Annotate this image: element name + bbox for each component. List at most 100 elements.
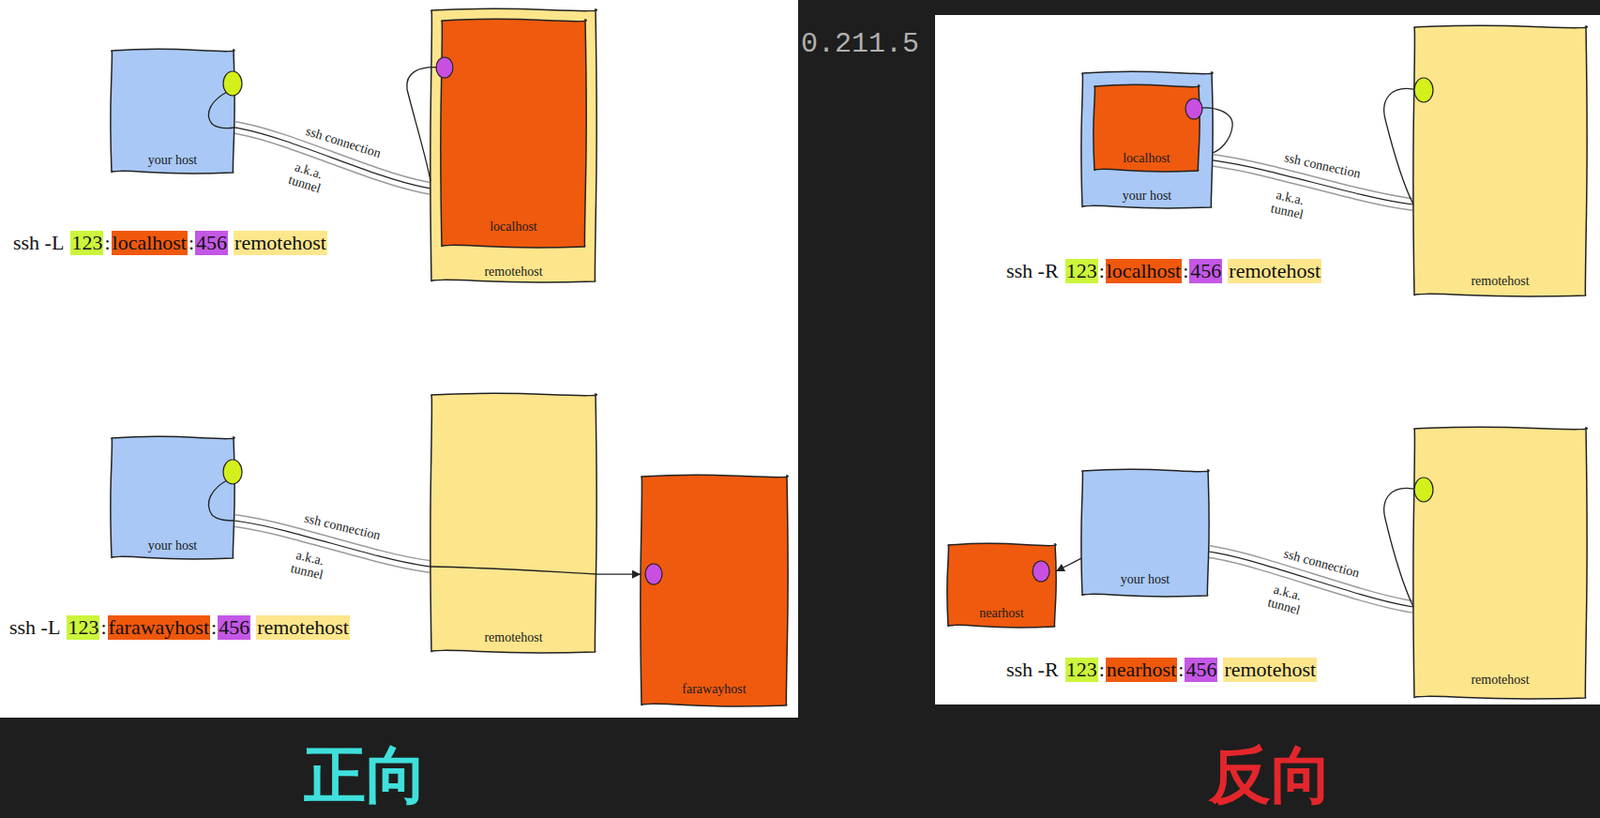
host-shape [110, 436, 235, 559]
tunnel-note: a.k.a. tunnel [1269, 186, 1309, 222]
host-box: remotehost [430, 392, 597, 653]
host-name: localhost [489, 219, 538, 235]
left-panel [0, 0, 799, 718]
host-box: nearhost [947, 543, 1057, 628]
host-shape [430, 392, 597, 653]
host-name: localhost [1122, 150, 1171, 167]
host-name: remotehost [483, 630, 543, 646]
tunnel-note: a.k.a. tunnel [1267, 581, 1307, 618]
caption-text: 反向 [1208, 741, 1333, 811]
command-part: nearhost [1105, 657, 1178, 682]
command-part: 456 [195, 230, 228, 256]
command-line: ssh -L123:farawayhost:456remotehost [8, 615, 350, 640]
host-name: remotehost [483, 264, 543, 280]
command-part: : [1181, 258, 1190, 284]
command-line: ssh -R123:nearhost:456remotehost [1005, 657, 1317, 682]
host-outline [1413, 426, 1587, 699]
command-part: remotehost [1222, 657, 1317, 682]
command-part: : [1098, 258, 1106, 284]
command-part: ssh -L [12, 230, 65, 256]
local-port [223, 71, 242, 96]
port-wire [407, 67, 441, 182]
host-outline [640, 474, 788, 707]
host-shape [430, 8, 597, 283]
host-shape [1413, 25, 1588, 297]
host-shape [1081, 71, 1213, 209]
caption-text: 正向 [303, 741, 428, 811]
command-part: 456 [217, 615, 251, 640]
command-part: : [99, 615, 107, 640]
tunnel-label: ssh connection [302, 511, 382, 544]
command-part: : [103, 230, 111, 256]
target-port [436, 57, 453, 78]
host-box: remotehost localhost [430, 8, 597, 283]
local-port [1414, 477, 1434, 502]
host-outline [430, 392, 597, 653]
command-part: 123 [1065, 258, 1099, 284]
target-port [1032, 560, 1050, 582]
host-name: farawayhost [681, 681, 746, 697]
command-part: ssh -R [1005, 657, 1060, 682]
command-part: 456 [1184, 657, 1218, 682]
port-wire [1384, 88, 1419, 205]
command-line: ssh -R123:localhost:456remotehost [1005, 258, 1322, 284]
command-part: remotehost [1227, 258, 1322, 284]
host-name: remotehost [1470, 273, 1529, 289]
forward-link [1056, 558, 1082, 572]
command-part: : [210, 615, 218, 640]
terminal-text: 0.211.5 [800, 28, 920, 61]
command-part: localhost [111, 230, 188, 256]
right-panel [935, 15, 1600, 705]
command-part: : [1177, 657, 1185, 682]
tunnel-label: ssh connection [303, 123, 383, 162]
command-part: remotehost [256, 615, 350, 640]
host-shape [1093, 84, 1200, 172]
command-part: 123 [66, 615, 100, 640]
host-box: farawayhost [640, 474, 788, 707]
tunnel-label: ssh connection [1282, 545, 1361, 581]
host-name: nearhost [979, 605, 1024, 621]
local-port [1414, 77, 1434, 103]
host-shape [110, 48, 235, 174]
host-box: localhost [1093, 84, 1200, 172]
command-part: 123 [1065, 657, 1099, 682]
host-box: your host [110, 48, 235, 174]
host-shape [1081, 468, 1209, 597]
host-box: localhost [440, 18, 587, 248]
host-shape [440, 18, 587, 248]
link-line [596, 573, 641, 574]
command-part: : [1098, 657, 1106, 682]
target-port [645, 563, 663, 585]
command-part: remotehost [233, 230, 328, 256]
command-part: 456 [1189, 258, 1223, 284]
forward-link [596, 573, 641, 575]
host-name: your host [1122, 188, 1173, 204]
host-outline [440, 18, 587, 248]
host-box: your host [110, 436, 235, 559]
host-name: your host [148, 152, 198, 168]
command-line: ssh -L123:localhost:456remotehost [12, 230, 328, 256]
host-name: your host [1120, 572, 1171, 588]
host-box: your host [1081, 468, 1209, 597]
host-shape [640, 474, 788, 707]
port-wire [208, 478, 235, 521]
host-name: your host [148, 538, 198, 554]
target-port [1185, 98, 1203, 120]
host-box: your host localhost [1081, 71, 1213, 209]
host-shape [1413, 426, 1588, 699]
command-part: localhost [1105, 258, 1182, 284]
port-wire [430, 566, 597, 574]
local-port [223, 459, 242, 484]
command-part: ssh -R [1005, 258, 1060, 284]
port-wire [1384, 487, 1419, 607]
host-outline [1413, 25, 1587, 297]
command-part: ssh -L [8, 615, 61, 640]
host-box: remotehost [1413, 426, 1587, 699]
host-box: remotehost [1413, 25, 1587, 297]
link-line [1056, 558, 1082, 572]
